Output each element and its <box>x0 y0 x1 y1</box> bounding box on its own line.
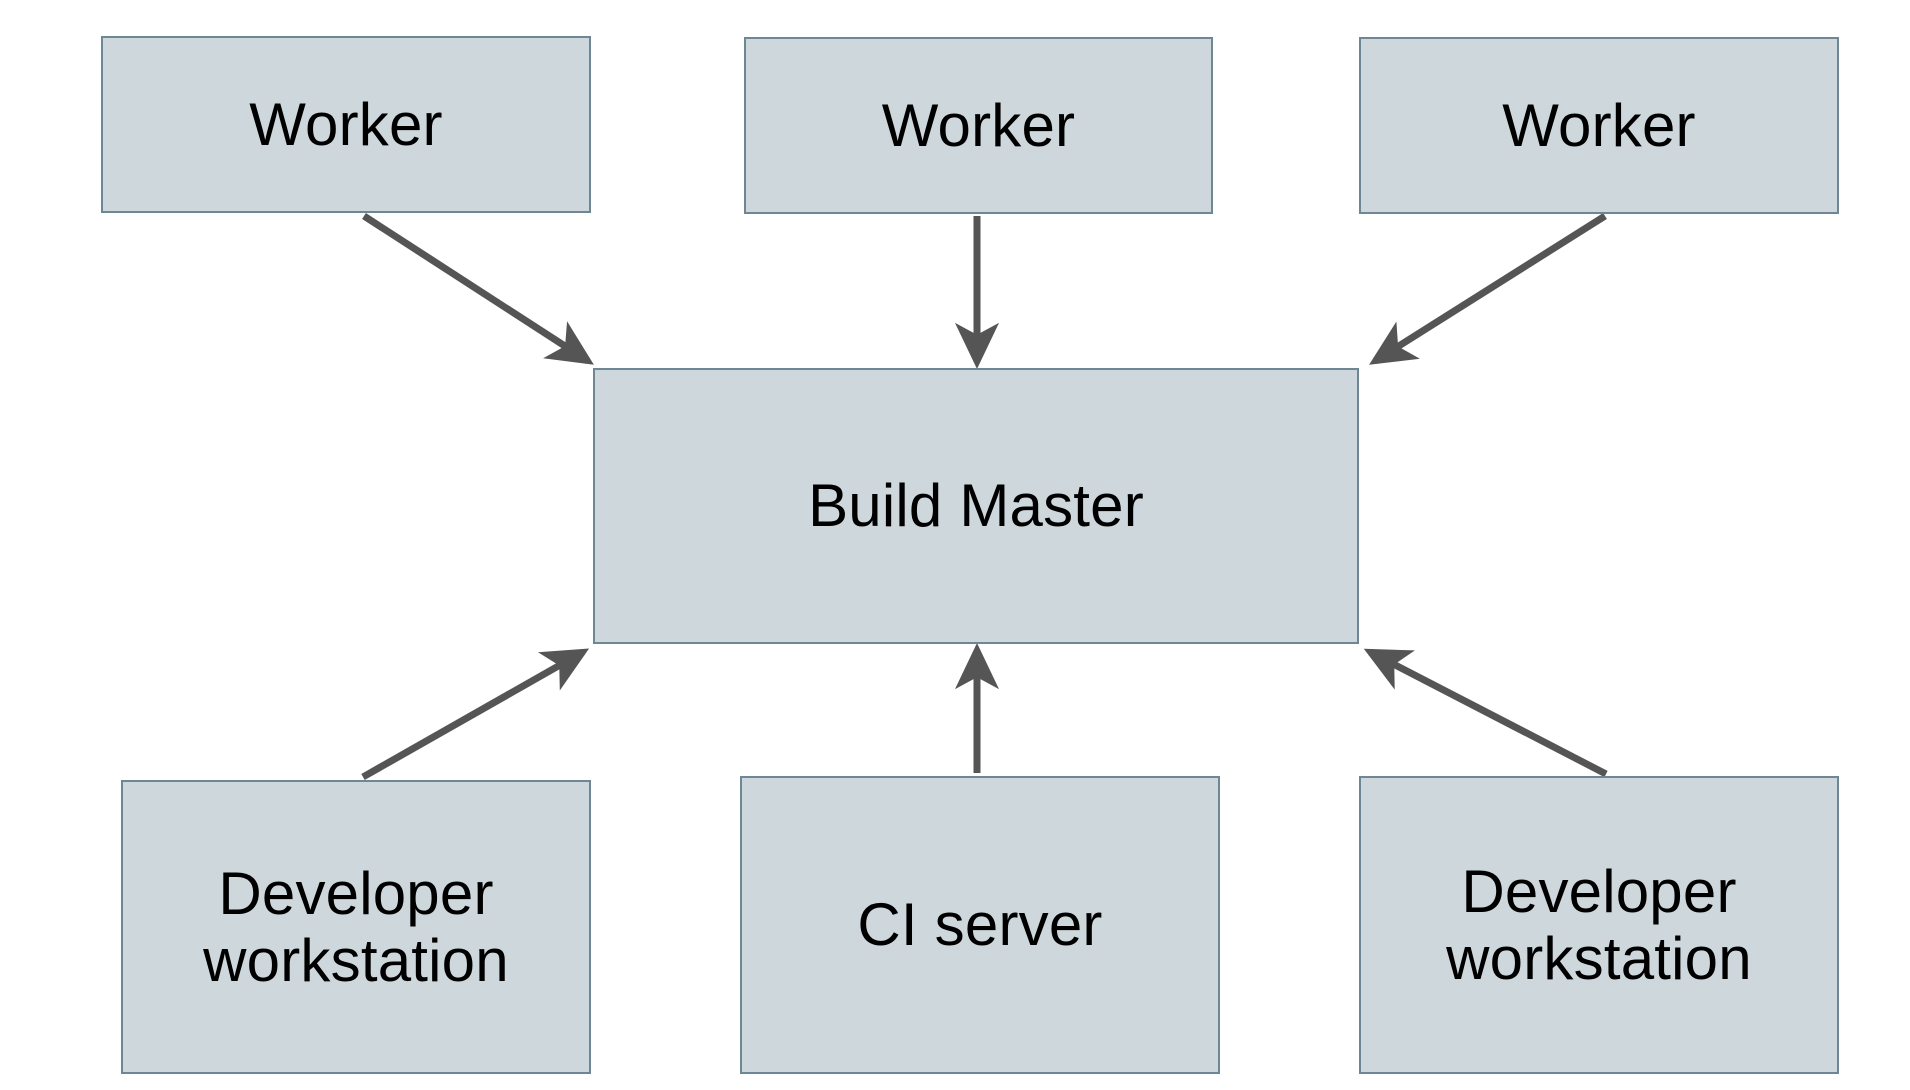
edge-dev-workstation-right-to-build-master <box>1363 648 1608 778</box>
node-build-master-label: Build Master <box>808 472 1144 540</box>
node-ci-server[interactable]: CI server <box>740 776 1220 1074</box>
node-dev-workstation-left[interactable]: Developer workstation <box>121 780 591 1074</box>
node-worker-3-label: Worker <box>1502 91 1696 159</box>
node-worker-1-label: Worker <box>249 90 443 158</box>
node-worker-2-label: Worker <box>881 91 1076 159</box>
node-dev-workstation-right[interactable]: Developer workstation <box>1359 776 1839 1074</box>
node-dev-workstation-left-label: Developer workstation <box>203 859 509 994</box>
edge-worker-1-to-build-master <box>362 213 594 365</box>
edge-worker-3-to-build-master <box>1369 213 1607 365</box>
node-build-master[interactable]: Build Master <box>593 368 1359 644</box>
node-worker-3[interactable]: Worker <box>1359 37 1839 214</box>
node-worker-2[interactable]: Worker <box>744 37 1213 214</box>
node-dev-workstation-right-label: Developer workstation <box>1446 857 1752 992</box>
node-worker-1[interactable]: Worker <box>101 36 591 213</box>
edge-dev-workstation-left-to-build-master <box>361 648 590 781</box>
node-ci-server-label: CI server <box>857 891 1103 959</box>
